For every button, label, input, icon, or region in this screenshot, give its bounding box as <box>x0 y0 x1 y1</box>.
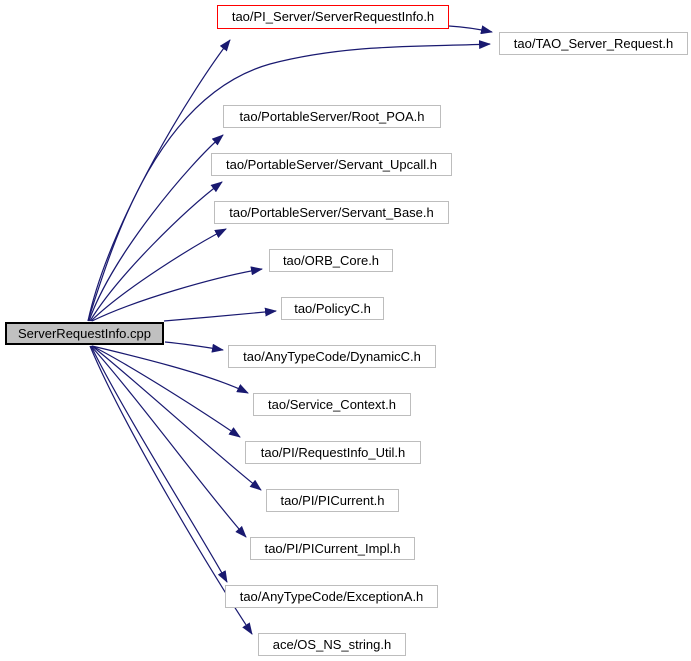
node-tao-orb-core-h[interactable]: tao/ORB_Core.h <box>269 249 393 272</box>
node-tao-portableserver-servant-base-h[interactable]: tao/PortableServer/Servant_Base.h <box>214 201 449 224</box>
edge-cpp-to-root-poa-h <box>88 134 224 322</box>
edge-cpp-to-service-context-h <box>91 345 249 394</box>
edge-cpp-to-policyc-h <box>163 307 277 322</box>
node-tao-pi-requestinfo-util-h[interactable]: tao/PI/RequestInfo_Util.h <box>245 441 421 464</box>
node-tao-anytypecode-exceptiona-h[interactable]: tao/AnyTypeCode/ExceptionA.h <box>225 585 438 608</box>
node-tao-policyc-h[interactable]: tao/PolicyC.h <box>281 297 384 320</box>
edge-cpp-to-serverrequestinfo-h <box>87 39 231 322</box>
node-tao-anytypecode-dynamicc-h[interactable]: tao/AnyTypeCode/DynamicC.h <box>228 345 436 368</box>
node-tao-portableserver-root-poa-h[interactable]: tao/PortableServer/Root_POA.h <box>223 105 441 128</box>
node-tao-tao-server-request-h[interactable]: tao/TAO_Server_Request.h <box>499 32 688 55</box>
edge-cpp-to-servant-upcall-h <box>89 181 223 322</box>
node-tao-pi-picurrent-h[interactable]: tao/PI/PICurrent.h <box>266 489 399 512</box>
node-tao-pi-picurrent-impl-h[interactable]: tao/PI/PICurrent_Impl.h <box>250 537 415 560</box>
node-tao-service-context-h[interactable]: tao/Service_Context.h <box>253 393 411 416</box>
edge-cpp-to-picurrent-h <box>91 345 262 491</box>
edge-cpp-to-servant-base-h <box>90 228 227 322</box>
edge-cpp-to-picurrent-impl-h <box>90 345 247 538</box>
node-ace-os-ns-string-h[interactable]: ace/OS_NS_string.h <box>258 633 406 656</box>
edge-serverrequestinfo-h-to-tao-server-request-h <box>448 25 493 35</box>
node-tao-pi-server-serverrequestinfo-h[interactable]: tao/PI_Server/ServerRequestInfo.h <box>217 5 449 29</box>
node-tao-portableserver-servant-upcall-h[interactable]: tao/PortableServer/Servant_Upcall.h <box>211 153 452 176</box>
edge-cpp-to-orb-core-h <box>91 266 263 322</box>
edge-cpp-to-requestinfo-util-h <box>91 345 241 438</box>
edge-cpp-to-tao-server-request-h <box>87 40 491 322</box>
edge-cpp-to-dynamicc-h <box>164 341 224 353</box>
node-serverrequestinfo-cpp: ServerRequestInfo.cpp <box>5 322 164 345</box>
edge-cpp-to-exceptiona-h <box>90 345 228 583</box>
